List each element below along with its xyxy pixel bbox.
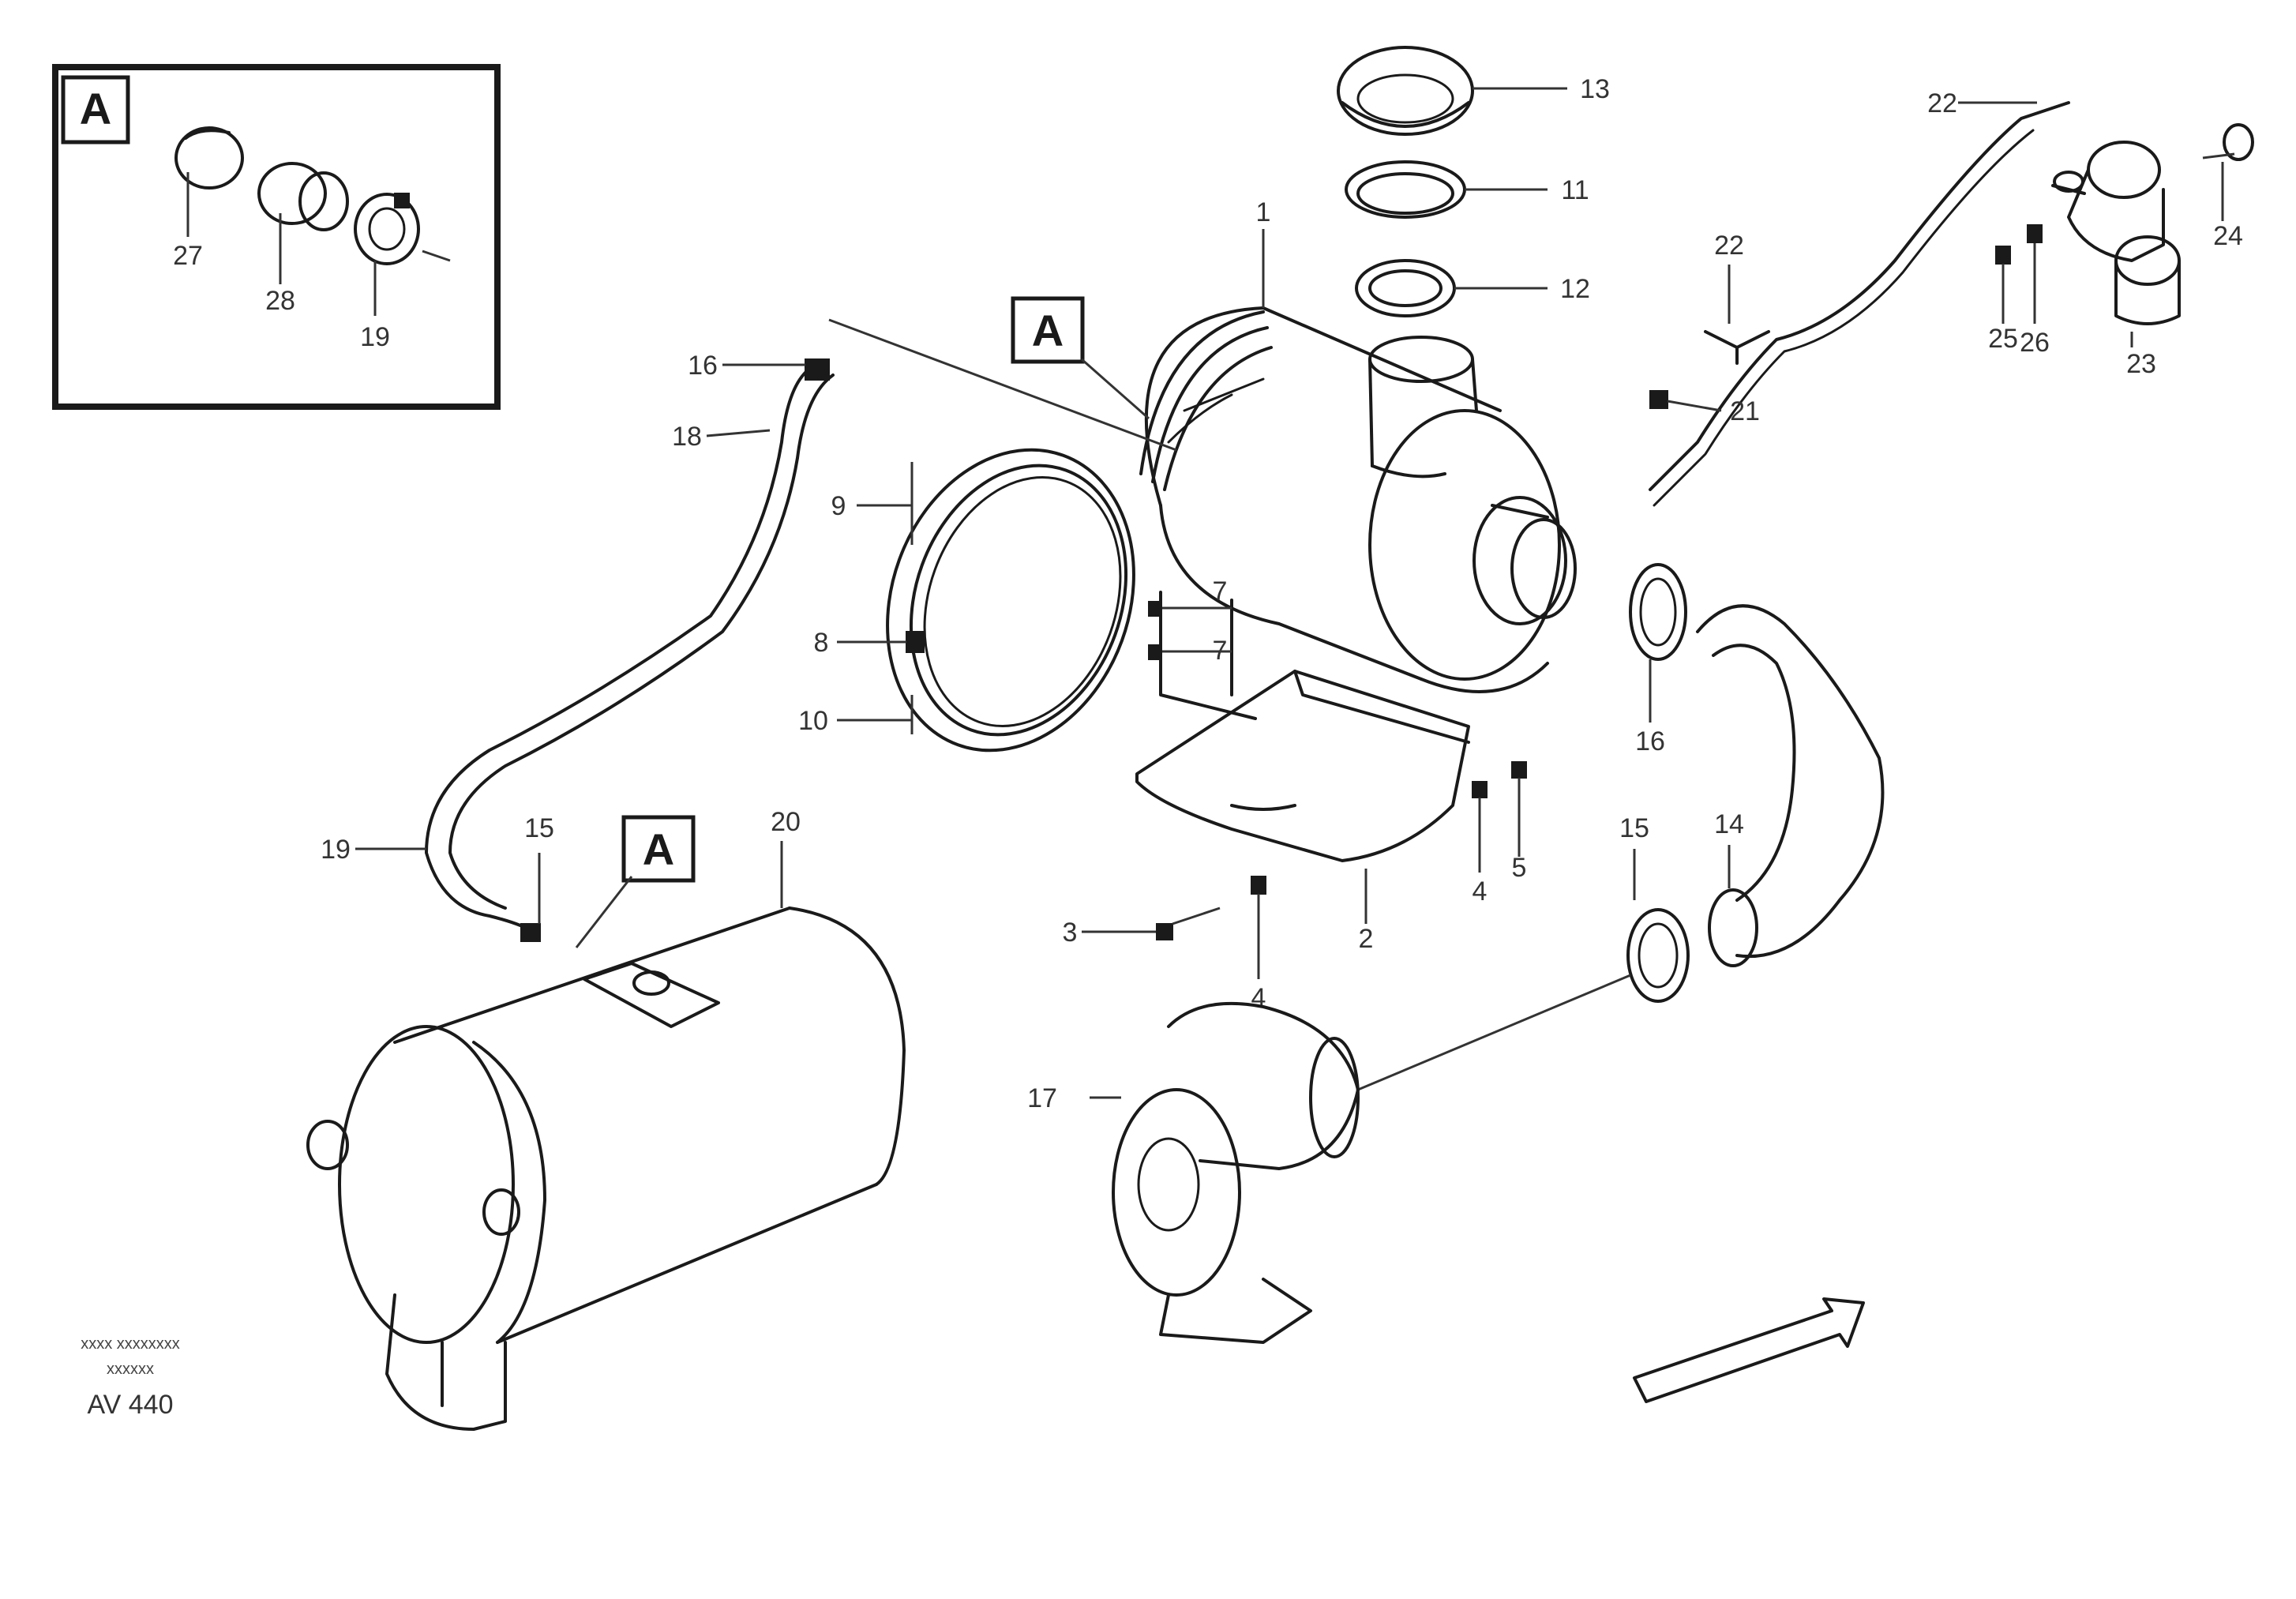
callout-15b: 15 xyxy=(1619,813,1649,843)
drawing-reference-block: xxxx xxxxxxxx xxxxxx AV 440 xyxy=(81,1335,180,1420)
turbo-inlet-elbow: 17 xyxy=(1027,1001,1360,1344)
callout-20: 20 xyxy=(771,807,801,837)
callout-24: 24 xyxy=(2213,221,2243,251)
service-indicator-assembly: 21 22 22 24 26 25 23 xyxy=(1649,88,2254,507)
callout-21: 21 xyxy=(1730,396,1760,426)
callout-4b: 4 xyxy=(1251,983,1266,1013)
outlet-hoses: 16 15 14 xyxy=(1357,563,1885,1091)
callout-7a: 7 xyxy=(1213,576,1228,606)
forward-direction-arrow-icon xyxy=(1633,1297,1865,1403)
callout-3: 3 xyxy=(1063,918,1078,948)
callout-4a: 4 xyxy=(1473,876,1488,906)
footer-ref-code: AV 440 xyxy=(87,1390,173,1420)
detail-view-label: A xyxy=(80,84,111,133)
callout-14: 14 xyxy=(1714,809,1744,839)
callout-13: 13 xyxy=(1580,74,1610,104)
callout-8: 8 xyxy=(814,628,829,658)
callout-11: 11 xyxy=(1561,175,1589,205)
callout-18: 18 xyxy=(672,422,702,452)
vacuum-hose-line: 16 18 19 15 xyxy=(321,351,835,942)
inset-callout-27: 27 xyxy=(173,241,203,271)
callout-22a: 22 xyxy=(1714,231,1744,261)
callout-22b: 22 xyxy=(1927,88,1957,118)
inset-callout-19: 19 xyxy=(360,322,390,352)
cover-ring: 9 8 10 xyxy=(798,448,1135,753)
callout-7b: 7 xyxy=(1213,636,1228,666)
callout-12: 12 xyxy=(1560,274,1590,304)
callout-26: 26 xyxy=(2020,328,2050,358)
callout-23: 23 xyxy=(2126,349,2156,379)
callout-17: 17 xyxy=(1027,1083,1057,1113)
callout-1: 1 xyxy=(1256,197,1271,227)
callout-15a: 15 xyxy=(524,813,554,843)
pre-cleaner-canister: 20 A xyxy=(306,807,906,1431)
callout-2: 2 xyxy=(1359,924,1374,954)
footer-ref-line2: xxxxxx xyxy=(107,1361,154,1378)
mounting-bracket: 7 7 4 5 3 4 2 xyxy=(1063,576,1527,1013)
view-a-reference-tank: A xyxy=(643,824,674,874)
callout-25: 25 xyxy=(1988,324,2018,354)
detail-view-a-inset: A 27 28 19 xyxy=(52,64,501,410)
air-cleaner-housing: 1 A xyxy=(828,197,1577,720)
footer-ref-line1: xxxx xxxxxxxx xyxy=(81,1335,180,1353)
callout-5: 5 xyxy=(1512,853,1527,883)
inset-callout-28: 28 xyxy=(265,286,295,316)
callout-9: 9 xyxy=(831,491,846,521)
rain-cap-stack: 13 11 12 xyxy=(1337,46,1610,317)
callout-16a: 16 xyxy=(1635,726,1665,756)
callout-10: 10 xyxy=(798,706,828,736)
view-a-reference-main: A xyxy=(1032,306,1064,355)
callout-16b: 16 xyxy=(688,351,718,381)
callout-19: 19 xyxy=(321,835,351,865)
